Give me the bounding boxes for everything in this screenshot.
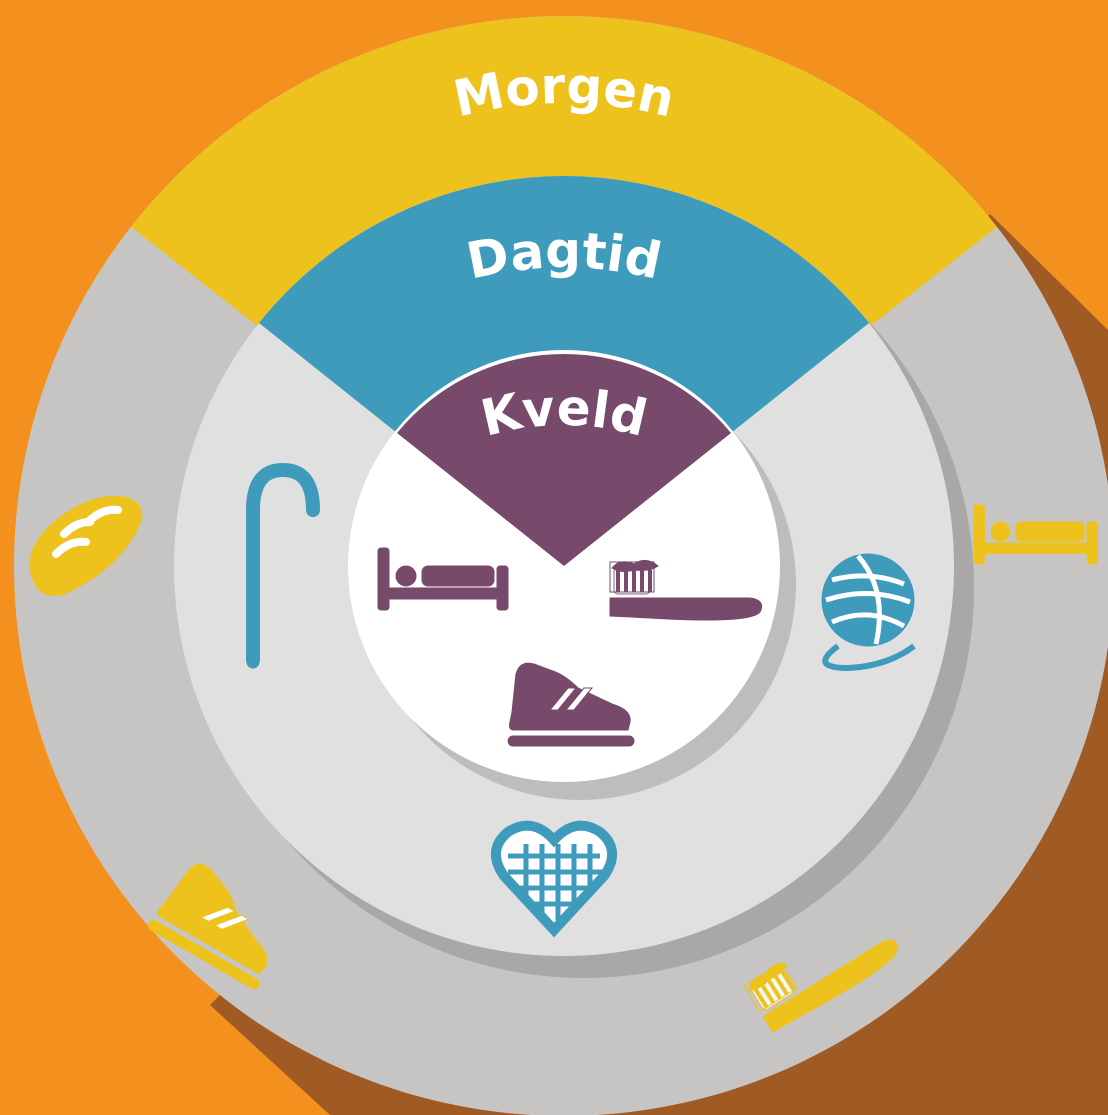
daytime-label: Dagtid: [462, 221, 666, 290]
evening-label: Kveld: [476, 379, 653, 448]
evening-wedge: [397, 353, 731, 566]
